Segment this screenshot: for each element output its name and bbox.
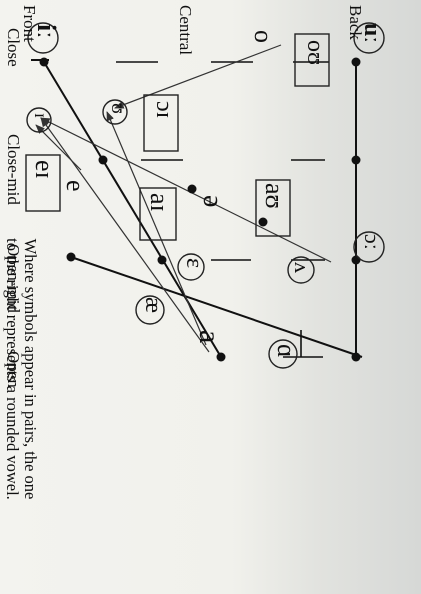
vowel-æ: æ: [140, 297, 166, 314]
ɪ-circle: [26, 107, 52, 133]
vowel-aʊ: aʊ: [260, 183, 289, 209]
dot-front-close: [39, 57, 49, 67]
dot-open-mid-front: [157, 255, 167, 265]
vowel-frames: [25, 22, 385, 369]
aɪ-box: [139, 187, 177, 241]
label-central: Central: [176, 5, 195, 56]
dot-back-close-mid: [351, 155, 361, 165]
vowel-ɑ: ɑ: [272, 344, 301, 358]
dot-close-mid-front: [98, 155, 108, 165]
oi-arrow: [40, 117, 332, 263]
aʊ-box: [255, 179, 291, 237]
ʊ-circle: [102, 99, 128, 125]
dot-central-close: [66, 252, 76, 262]
oʊ-box: [294, 33, 330, 87]
æ-circle: [135, 295, 165, 325]
vowel-ɔɪ: ɔɪ: [151, 101, 177, 119]
vowel-ʊ: ʊ: [107, 103, 129, 114]
dot-central-open-mid: [258, 217, 268, 227]
ou-arrow: [114, 44, 282, 109]
ɔː-circle: [353, 231, 385, 263]
iː-circle: [27, 22, 59, 54]
height-guides: [116, 61, 329, 358]
dot-back-open-mid: [351, 255, 361, 265]
caption-line-2: to the right represents a rounded vowel.: [3, 238, 22, 500]
front-edge-line: [43, 61, 222, 358]
dot-back-open: [351, 352, 361, 362]
vowel-a: a: [193, 330, 226, 344]
au-arrow: [106, 111, 207, 346]
label-close: Close: [4, 28, 23, 67]
vowel-ɔː: ɔː: [360, 234, 385, 250]
diphthong-arrows: [35, 44, 332, 353]
vowel-o: o: [249, 30, 278, 43]
ei-arrow: [35, 124, 82, 171]
ɛ-circle: [177, 253, 205, 281]
vowel-dots: [39, 57, 361, 362]
ai-arrow: [40, 117, 210, 353]
vowel-ɛ: ɛ: [181, 258, 207, 269]
caption-line-1: Where symbols appear in pairs, the one: [21, 238, 40, 500]
vowel-oʊ: oʊ: [302, 40, 328, 66]
uː-circle: [353, 22, 385, 54]
vowel-ə: ə: [197, 195, 228, 208]
dot-back-close: [351, 57, 361, 67]
dot-open-front: [216, 352, 226, 362]
vowel-ɪ: ɪ: [31, 113, 51, 119]
label-back: Back: [346, 5, 365, 40]
central-line: [70, 256, 363, 358]
dot-central-close-mid: [187, 184, 197, 194]
vowel-e: e: [61, 180, 90, 192]
caption: Where symbols appear in pairs, the one t…: [3, 150, 40, 588]
ɑ-circle: [268, 339, 298, 369]
ʌ-circle: [287, 256, 315, 284]
eɪ-box: [25, 154, 61, 212]
ɔɪ-box: [143, 94, 179, 152]
vowel-aɪ: aɪ: [145, 193, 174, 212]
vowel-ʌ: ʌ: [290, 262, 315, 273]
